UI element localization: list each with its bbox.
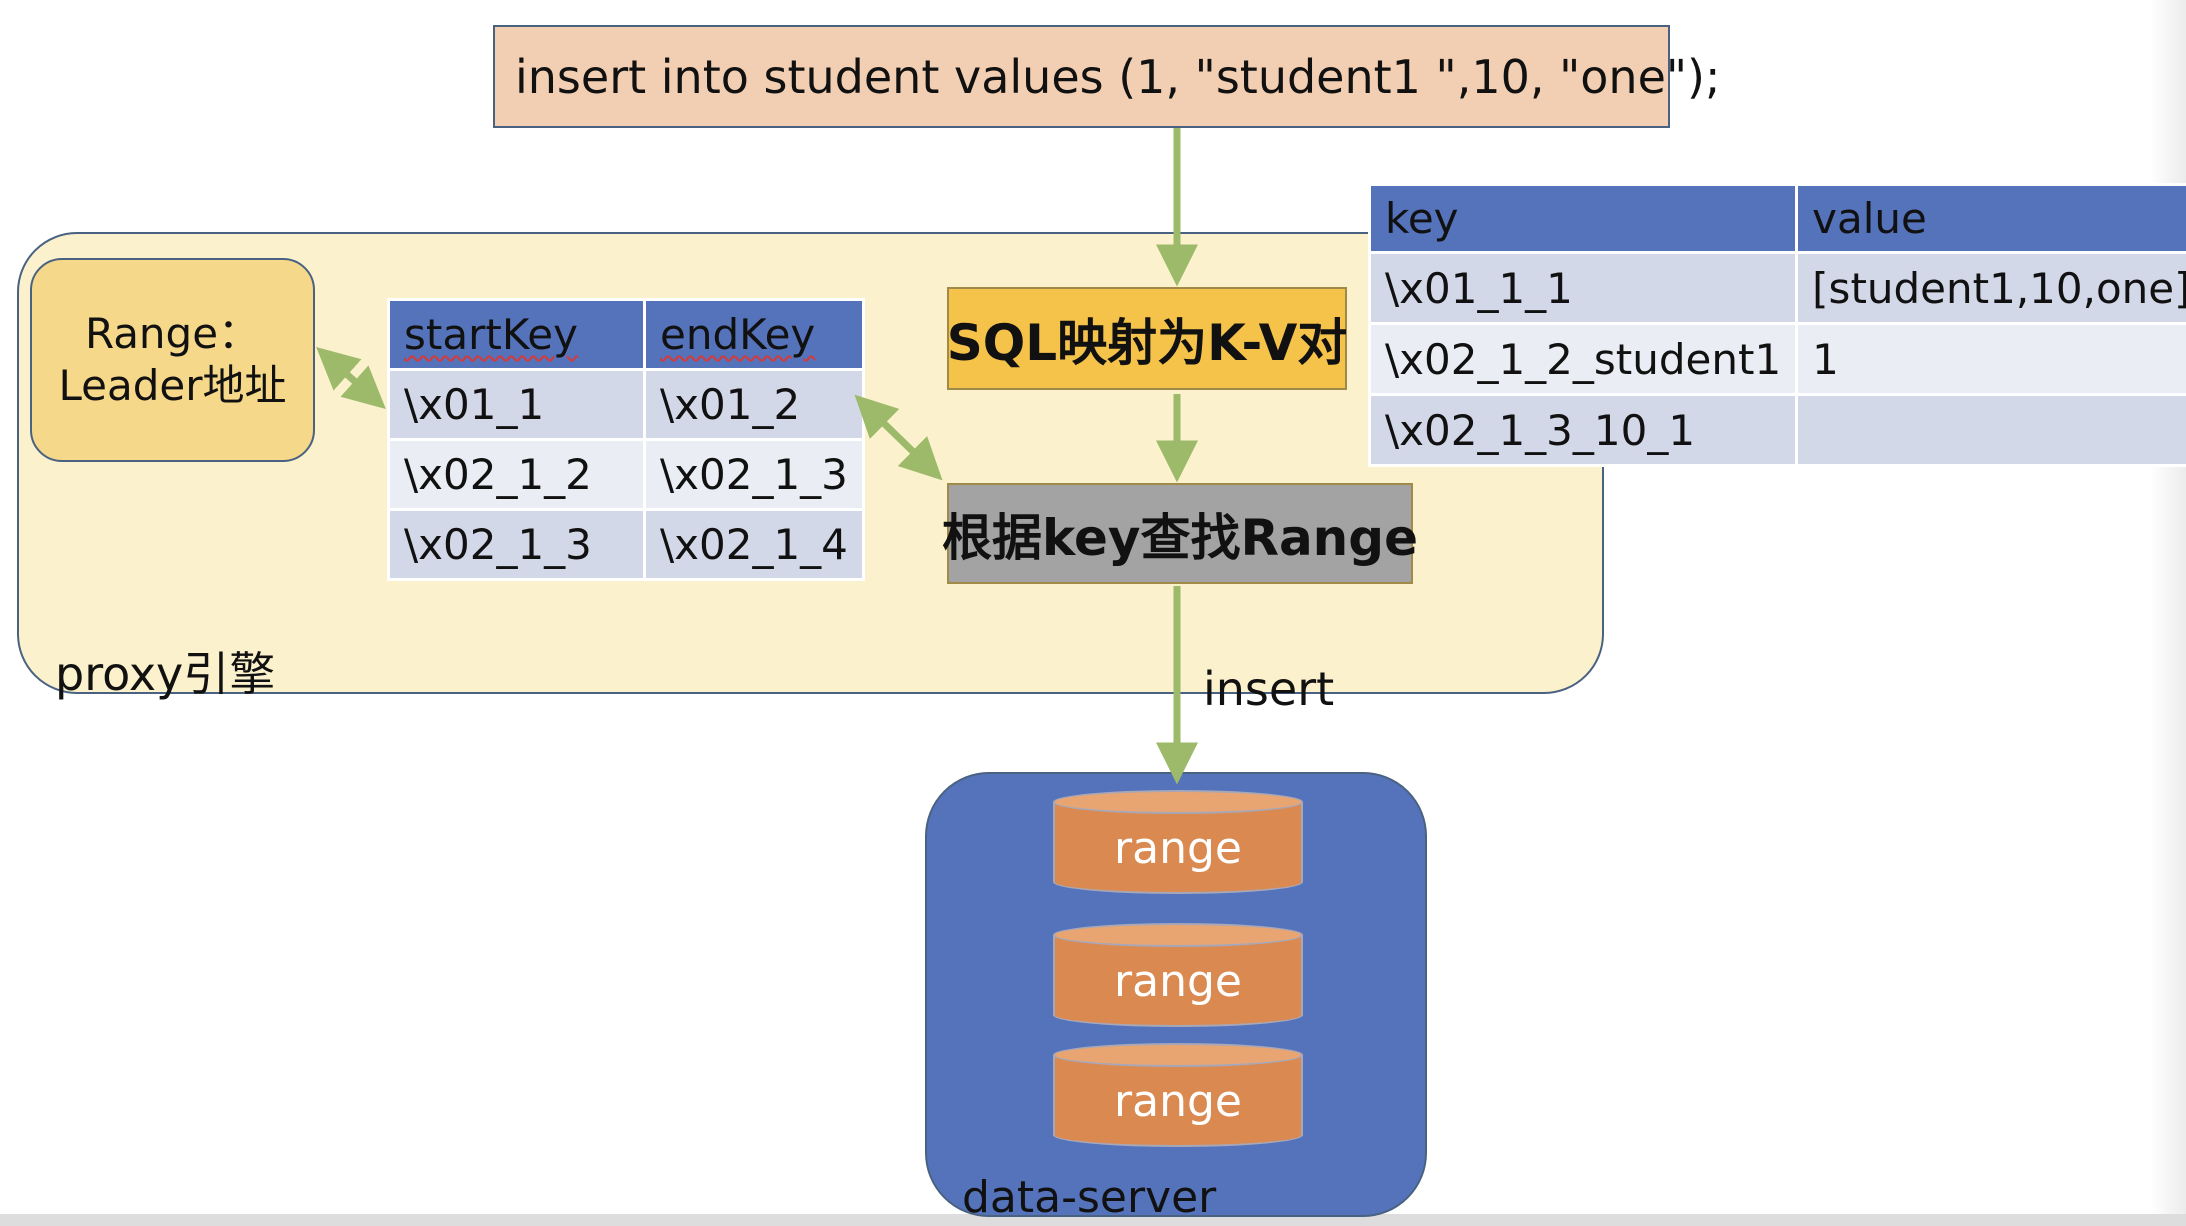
table-row: \x02_1_3_10_1 — [1367, 393, 2186, 467]
range-cylinder-body: range — [1053, 802, 1303, 894]
range-cylinder-body: range — [1053, 935, 1303, 1027]
sql-statement-box: insert into student values (1, "student1… — [493, 25, 1720, 128]
range-leader-line2: Leader地址 — [58, 361, 287, 410]
window-bottom-edge — [0, 1214, 2186, 1226]
table-row: \x01_1 \x01_2 — [387, 368, 865, 441]
kv-table-header-value: value — [1795, 183, 2186, 254]
range-cylinder: range — [1053, 1043, 1303, 1149]
kv-table-header-row: key value — [1367, 183, 2186, 254]
table-cell: \x02_1_2_student1 — [1367, 322, 1799, 396]
range-cylinder: range — [1053, 923, 1303, 1029]
proxy-engine-label: proxy引擎 — [55, 647, 276, 701]
table-cell: \x01_1 — [387, 368, 646, 441]
sql-to-kv-step-text: SQL映射为K-V对 — [946, 313, 1348, 372]
range-cylinder-top — [1053, 1043, 1303, 1067]
sql-to-kv-step: SQL映射为K-V对 — [947, 287, 1347, 390]
table-cell: \x02_1_3 — [387, 508, 646, 581]
table-cell: \x02_1_3 — [643, 438, 865, 511]
sql-statement-text: insert into student values (1, "student1… — [515, 49, 1721, 104]
data-server-label: data-server — [962, 1172, 1217, 1223]
table-row: \x02_1_2 \x02_1_3 — [387, 438, 865, 511]
table-cell: [student1,10,one] — [1795, 251, 2186, 325]
range-table: startKey endKey \x01_1 \x01_2 \x02_1_2 \… — [387, 298, 865, 581]
table-cell: 1 — [1795, 322, 2186, 396]
arrow-range-table-find — [854, 394, 943, 481]
table-cell: \x01_1_1 — [1367, 251, 1799, 325]
table-cell: \x02_1_4 — [643, 508, 865, 581]
table-cell: \x02_1_3_10_1 — [1367, 393, 1799, 467]
range-cylinder-top — [1053, 790, 1303, 814]
kv-table-header-key: key — [1367, 183, 1799, 254]
find-range-step-text: 根据key查找Range — [942, 508, 1418, 567]
kv-table: key value \x01_1_1 [student1,10,one] \x0… — [1367, 183, 2186, 467]
arrow-leader-range-table — [316, 347, 386, 409]
range-leader-line1: Range： — [84, 309, 261, 358]
range-leader-box: Range： Leader地址 — [30, 258, 315, 462]
range-cylinder-body: range — [1053, 1055, 1303, 1147]
table-cell: \x01_2 — [643, 368, 865, 441]
table-row: \x02_1_2_student1 1 — [1367, 322, 2186, 396]
table-cell — [1795, 393, 2186, 467]
range-cylinder-top — [1053, 923, 1303, 947]
table-row: \x02_1_3 \x02_1_4 — [387, 508, 865, 581]
range-cylinder: range — [1053, 790, 1303, 896]
range-table-header-row: startKey endKey — [387, 298, 865, 371]
table-cell: \x02_1_2 — [387, 438, 646, 511]
insert-label: insert — [1203, 662, 1335, 716]
table-row: \x01_1_1 [student1,10,one] — [1367, 251, 2186, 325]
range-table-header-startkey: startKey — [387, 298, 646, 371]
range-table-header-endkey: endKey — [643, 298, 865, 371]
find-range-step: 根据key查找Range — [942, 483, 1418, 584]
